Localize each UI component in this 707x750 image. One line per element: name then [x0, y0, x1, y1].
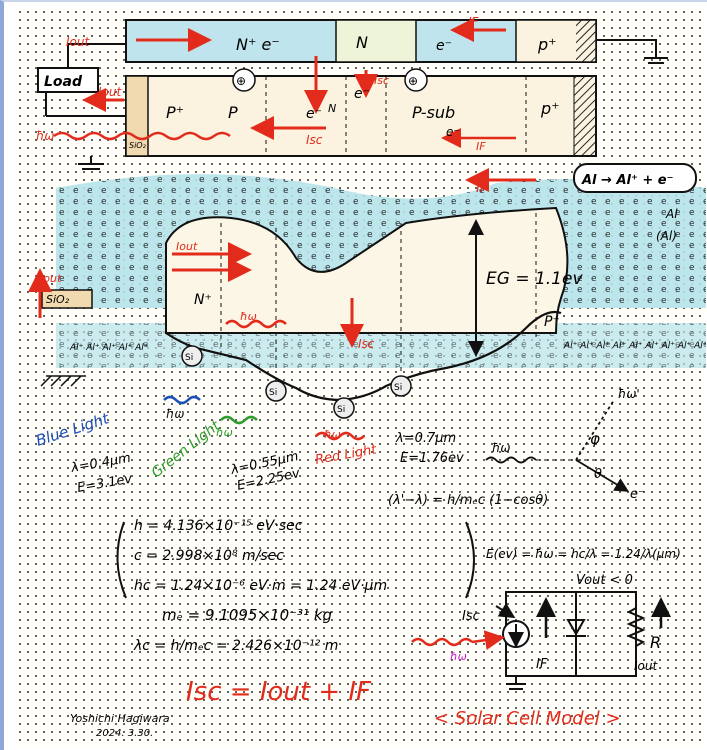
blue-hw-label: ħω [166, 407, 184, 421]
contact-hatch-top [576, 20, 596, 62]
red-lambda: λ=0.7μm [395, 431, 456, 446]
circuit-vout: Vout < 0 [576, 573, 633, 588]
n-plus-label: N⁺ e⁻ [236, 35, 280, 54]
al-bracket-label: (Al) [656, 229, 677, 243]
energy-formula: E(ev) = ħω = hc/λ = 1.24/λ(μm) [486, 547, 681, 561]
p-sub-label: P-sub [412, 103, 455, 122]
n-small-label: N [328, 102, 336, 115]
compton-theta: θ [594, 467, 602, 482]
green-energy: E=2.25ev [236, 466, 302, 494]
model-title: < Solar Cell Model > [434, 708, 621, 729]
const-h: h = 4.136×10⁻¹⁵ eV·sec [134, 518, 303, 534]
p-label: P [228, 103, 238, 122]
light-labels: Blue Light ħω λ=0.4μm E=3.1ev Green Ligh… [34, 395, 464, 496]
iout-left-band-label: Iout [40, 272, 62, 285]
circuit-isc: Isc [462, 609, 480, 624]
load-box [37, 67, 99, 93]
compton-electron: e⁻ [630, 487, 645, 502]
p-plus-left-label: P⁺ [166, 103, 184, 122]
si-hole-2: Si [269, 388, 277, 398]
date: 2024. 3.30. [96, 728, 153, 739]
if-mid-label: IF [476, 140, 486, 153]
p-plus-band-label: P⁺ [544, 314, 560, 330]
top-device: Load Iout IF Iout Isc Isc [36, 15, 668, 170]
main-equation: Isc = Iout + IF [186, 677, 372, 707]
solar-cell-circuit: Isc IF R Iout Vout < 0 ħω [411, 573, 671, 690]
const-hc: hc = 1.24×10⁻⁶ eV·m = 1.24 eV·μm [134, 578, 387, 594]
hw-band-label: ħω [240, 310, 257, 323]
load-label: Load [44, 74, 83, 90]
si-hole-3: Si [337, 405, 345, 415]
al-equation: Al → Al⁺ + e⁻ [581, 173, 673, 188]
green-hw-label: ħω [216, 426, 233, 439]
circuit-hw: ħω [450, 650, 467, 663]
sio2-layer [125, 75, 149, 157]
hw-left-label: ħω [36, 129, 54, 143]
si-hole-4: Si [394, 383, 402, 393]
al-ions-left: Al⁺ Al⁺ Al⁺ Al⁺ Al⁺ [69, 343, 149, 353]
p-plus-right-top-label: p⁺ [537, 35, 557, 54]
compton-hw-in: ħω [492, 441, 510, 455]
p-substrate [125, 75, 597, 157]
blue-energy: E=3.1ev [76, 471, 134, 495]
isc-band-label: Isc [358, 337, 375, 351]
circuit-if: IF [536, 657, 548, 672]
e-mid2-label: e⁻ [354, 86, 370, 102]
al-label: Al [665, 207, 678, 221]
eg-label: EG = 1.1ev [486, 269, 583, 289]
n-region [335, 19, 417, 63]
circuit-r: R [650, 633, 661, 652]
p-plus-right-label: p⁺ [540, 99, 560, 118]
band-diagram: EG = 1.1ev SiO₂ Iout Iout IF Isc [28, 163, 706, 419]
compton-hw-out: ħω' [618, 387, 640, 401]
notebook-sheet: e [16, 8, 706, 746]
si-hole-1: Si [185, 353, 193, 363]
sio2-band-label: SiO₂ [46, 293, 70, 306]
isc-top-label: Isc [374, 74, 389, 87]
iout-band-label: Iout [176, 240, 198, 253]
blue-light-label: Blue Light [34, 409, 112, 450]
hole-2: ⊕ [408, 74, 418, 88]
circuit-iout: Iout [634, 659, 658, 673]
isc-mid-label: Isc [306, 133, 323, 147]
hole-1: ⊕ [236, 74, 246, 88]
n-plus-layer [125, 19, 597, 63]
const-c: c = 2.998×10⁸ m/sec [134, 548, 284, 564]
al-ions-right: Al⁺ Al⁺ Al⁺ Al⁺ Al⁺ Al⁺ Al⁺ Al⁺ Al⁺ [563, 341, 706, 351]
compton-phi: φ [590, 430, 600, 448]
e-mid-label: e⁻ [306, 106, 322, 122]
contact-hatch [573, 75, 597, 157]
const-lambda-c: λc = h/mₑc = 2.426×10⁻¹² m [133, 638, 338, 654]
green-light-label: Green Light [149, 418, 224, 481]
signature: Yoshichi Hagiwara [70, 712, 170, 725]
compton-scattering: ħω ħω' φ θ e⁻ (λ'−λ) = h/mₑc (1−cosθ) [388, 387, 645, 508]
if-top-label: IF [468, 15, 480, 29]
constants-block: h = 4.136×10⁻¹⁵ eV·sec c = 2.998×10⁸ m/s… [116, 518, 681, 654]
sio2-label: SiO₂ [129, 141, 147, 150]
p-plus-top [515, 19, 597, 63]
n-label: N [356, 33, 368, 52]
e-top-label: e⁻ [436, 38, 452, 54]
n-plus-band-label: N⁺ [194, 292, 212, 308]
red-light-label: Red Light [314, 442, 378, 468]
blue-lambda: λ=0.4μm [69, 451, 132, 476]
solar-cell-diagram: e [28, 15, 706, 739]
if-band-label: IF [476, 180, 489, 196]
e-psub-label: e⁻ [446, 125, 460, 139]
iout-left-label: Iout [98, 85, 122, 99]
green-lambda: λ=0.55μm [229, 449, 300, 478]
red-hw-label: ħω [324, 428, 341, 441]
compton-formula: (λ'−λ) = h/mₑc (1−cosθ) [388, 493, 548, 508]
iout-top-label: Iout [66, 35, 90, 49]
const-me: mₑ = 9.1095×10⁻³¹ kg [162, 606, 332, 624]
red-energy: E=1.76ev [400, 451, 464, 466]
